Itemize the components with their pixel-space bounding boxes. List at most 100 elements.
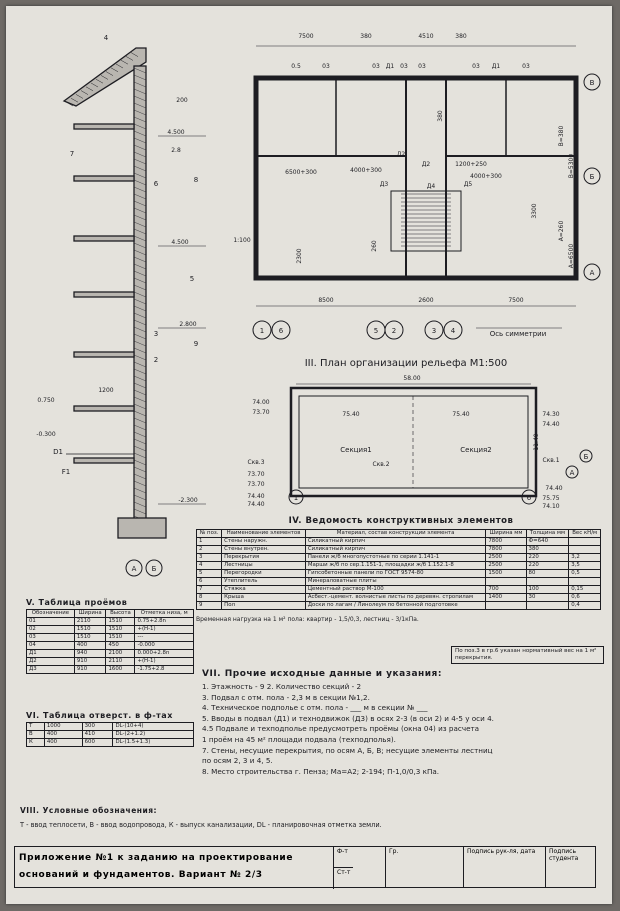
plan-opening-mark: 03 (372, 63, 380, 70)
elements-cell-2-1: Перекрытия (221, 553, 306, 562)
elements-cell-2-5: 3,2 (568, 553, 601, 562)
elements-cell-4-5: 0,5 (568, 569, 601, 578)
wall-hatch (133, 193, 147, 200)
openings-cell-6-0: Д3 (26, 665, 75, 674)
relief-well: Скв.2 (372, 461, 389, 468)
elements-table-block: IV. Ведомость конструктивных элементов №… (195, 516, 606, 664)
openings-cell-1-3: +(Н-1) (134, 625, 194, 634)
elements-cell-7-2: Асбест.-цемент. волнистые листы по дерев… (304, 593, 487, 602)
wall-hatch (133, 480, 147, 487)
section-elevation: 1200 (98, 387, 113, 394)
axis-bubble-plan-v-label: В (590, 79, 595, 87)
note-line: 7. Стены, несущие перекрытия, по осям А,… (202, 745, 493, 755)
side-note: По поз.3 в гр.6 указан нормативный вес н… (451, 646, 604, 664)
elements-cell-7-4: 30 (525, 593, 570, 602)
openings-cell-5-1: 910 (73, 657, 107, 666)
wall-hatch (133, 375, 147, 382)
stamp-cell-student-sign: Подпись студента (545, 847, 592, 887)
note-line: 4. Техническое подполье с отм. пола - __… (202, 703, 428, 713)
holes-cell-0-1: 1000 (43, 722, 83, 731)
wall-hatch (133, 256, 147, 263)
elements-cell-8-3 (485, 601, 527, 610)
plan-top-dim: 380 (360, 33, 372, 40)
openings-cell-5-3: +(Н-1) (134, 657, 194, 666)
note-line: по осям 2, 3 и 4, 5. (202, 756, 273, 766)
axis-bubble-plan-bottom-label: 6 (279, 327, 284, 335)
wall-hatch (133, 354, 147, 361)
openings-cell-5-0: Д2 (26, 657, 75, 666)
notes-block: VII. Прочие исходные данные и указания: … (202, 668, 602, 777)
wall-hatch (133, 263, 147, 270)
elements-cell-1-0: 2 (195, 545, 223, 554)
plan-side-dim: В=5300 (568, 154, 575, 179)
plan-opening-mark: 03 (522, 63, 530, 70)
plan-opening-mark: 03 (322, 63, 330, 70)
elements-cell-8-0: 9 (195, 601, 223, 610)
roof-hatch (95, 78, 104, 84)
plan-top-dim: 4510 (418, 33, 433, 40)
relief-level: 74.30 (542, 411, 559, 418)
wall-hatch (133, 221, 147, 228)
openings-header-1: Ширина (73, 609, 107, 618)
note-line: 1 проём на 45 м² площади подвала (техпод… (202, 734, 396, 744)
axis-bubble-plan-b (583, 167, 601, 185)
wall-hatch (133, 116, 147, 123)
relief-level: 75.40 (452, 411, 469, 418)
elements-cell-5-5 (568, 577, 601, 586)
technical-drawing: 4.5002.84.5002.8000.750-0.300-2.30012002… (36, 33, 601, 577)
section-callout: 5 (190, 275, 194, 283)
elements-cell-8-2: Доски по лагам / Линолеум по бетонной по… (304, 601, 487, 610)
axis-bubble-plan-bottom-label: 3 (432, 327, 436, 335)
openings-cell-2-1: 1510 (73, 633, 107, 642)
elements-cell-6-4: 100 (525, 585, 570, 594)
elements-cell-3-3: 2500 (485, 561, 527, 570)
elements-cell-1-3: 7800 (485, 545, 527, 554)
elements-cell-3-4: 220 (525, 561, 570, 570)
wall-hatch (133, 361, 147, 368)
relief-axis-a-label: А (570, 469, 575, 477)
wall-hatch (133, 179, 147, 186)
holes-cell-0-3: DL-(10+4) (112, 722, 194, 731)
plan-side-dim: 2300 (296, 248, 303, 263)
elements-cell-6-5: 0,15 (568, 585, 601, 594)
openings-cell-1-0: 02 (26, 625, 75, 634)
elements-cell-6-2: Цементный раствор М-100 (304, 585, 487, 594)
note-line: 5. Вводы в подвал (Д1) и технодвижок (Д3… (202, 713, 494, 723)
stamp-cell-student: Ст-т (333, 867, 354, 889)
section-elevation: 4.500 (167, 129, 184, 136)
roof-hatch (105, 71, 114, 76)
openings-cell-1-2: 1510 (105, 625, 136, 634)
wall-hatch (133, 158, 147, 165)
openings-cell-3-2: 450 (105, 641, 136, 650)
openings-cell-4-3: 0.000+2.8n (134, 649, 194, 658)
axis-bubble-plan-bottom-label: 2 (392, 327, 396, 335)
holes-table-title: VI. Таблица отверст. в ф-тах (26, 711, 173, 720)
wall-hatch (133, 284, 147, 291)
holes-cell-0-2: 300 (81, 722, 114, 731)
plan-top-dim: 7500 (298, 33, 313, 40)
holes-cell-2-1: 400 (43, 738, 83, 747)
wall-hatch (133, 494, 147, 501)
elements-cell-4-2: Гипсобетонные панели по ГОСТ 9574-80 (304, 569, 487, 578)
plan-opening-mark: 03 (400, 63, 408, 70)
wall-hatch (133, 452, 147, 459)
wall-hatch (133, 88, 147, 95)
holes-cell-1-0: В (26, 730, 45, 739)
section-elevation: 200 (176, 97, 188, 104)
elements-cell-2-4: 220 (525, 553, 570, 562)
roof-hatch (100, 75, 109, 80)
wall-hatch (133, 235, 147, 242)
wall-hatch (133, 102, 147, 109)
axis-bubble-plan-bottom-label: 5 (374, 327, 378, 335)
